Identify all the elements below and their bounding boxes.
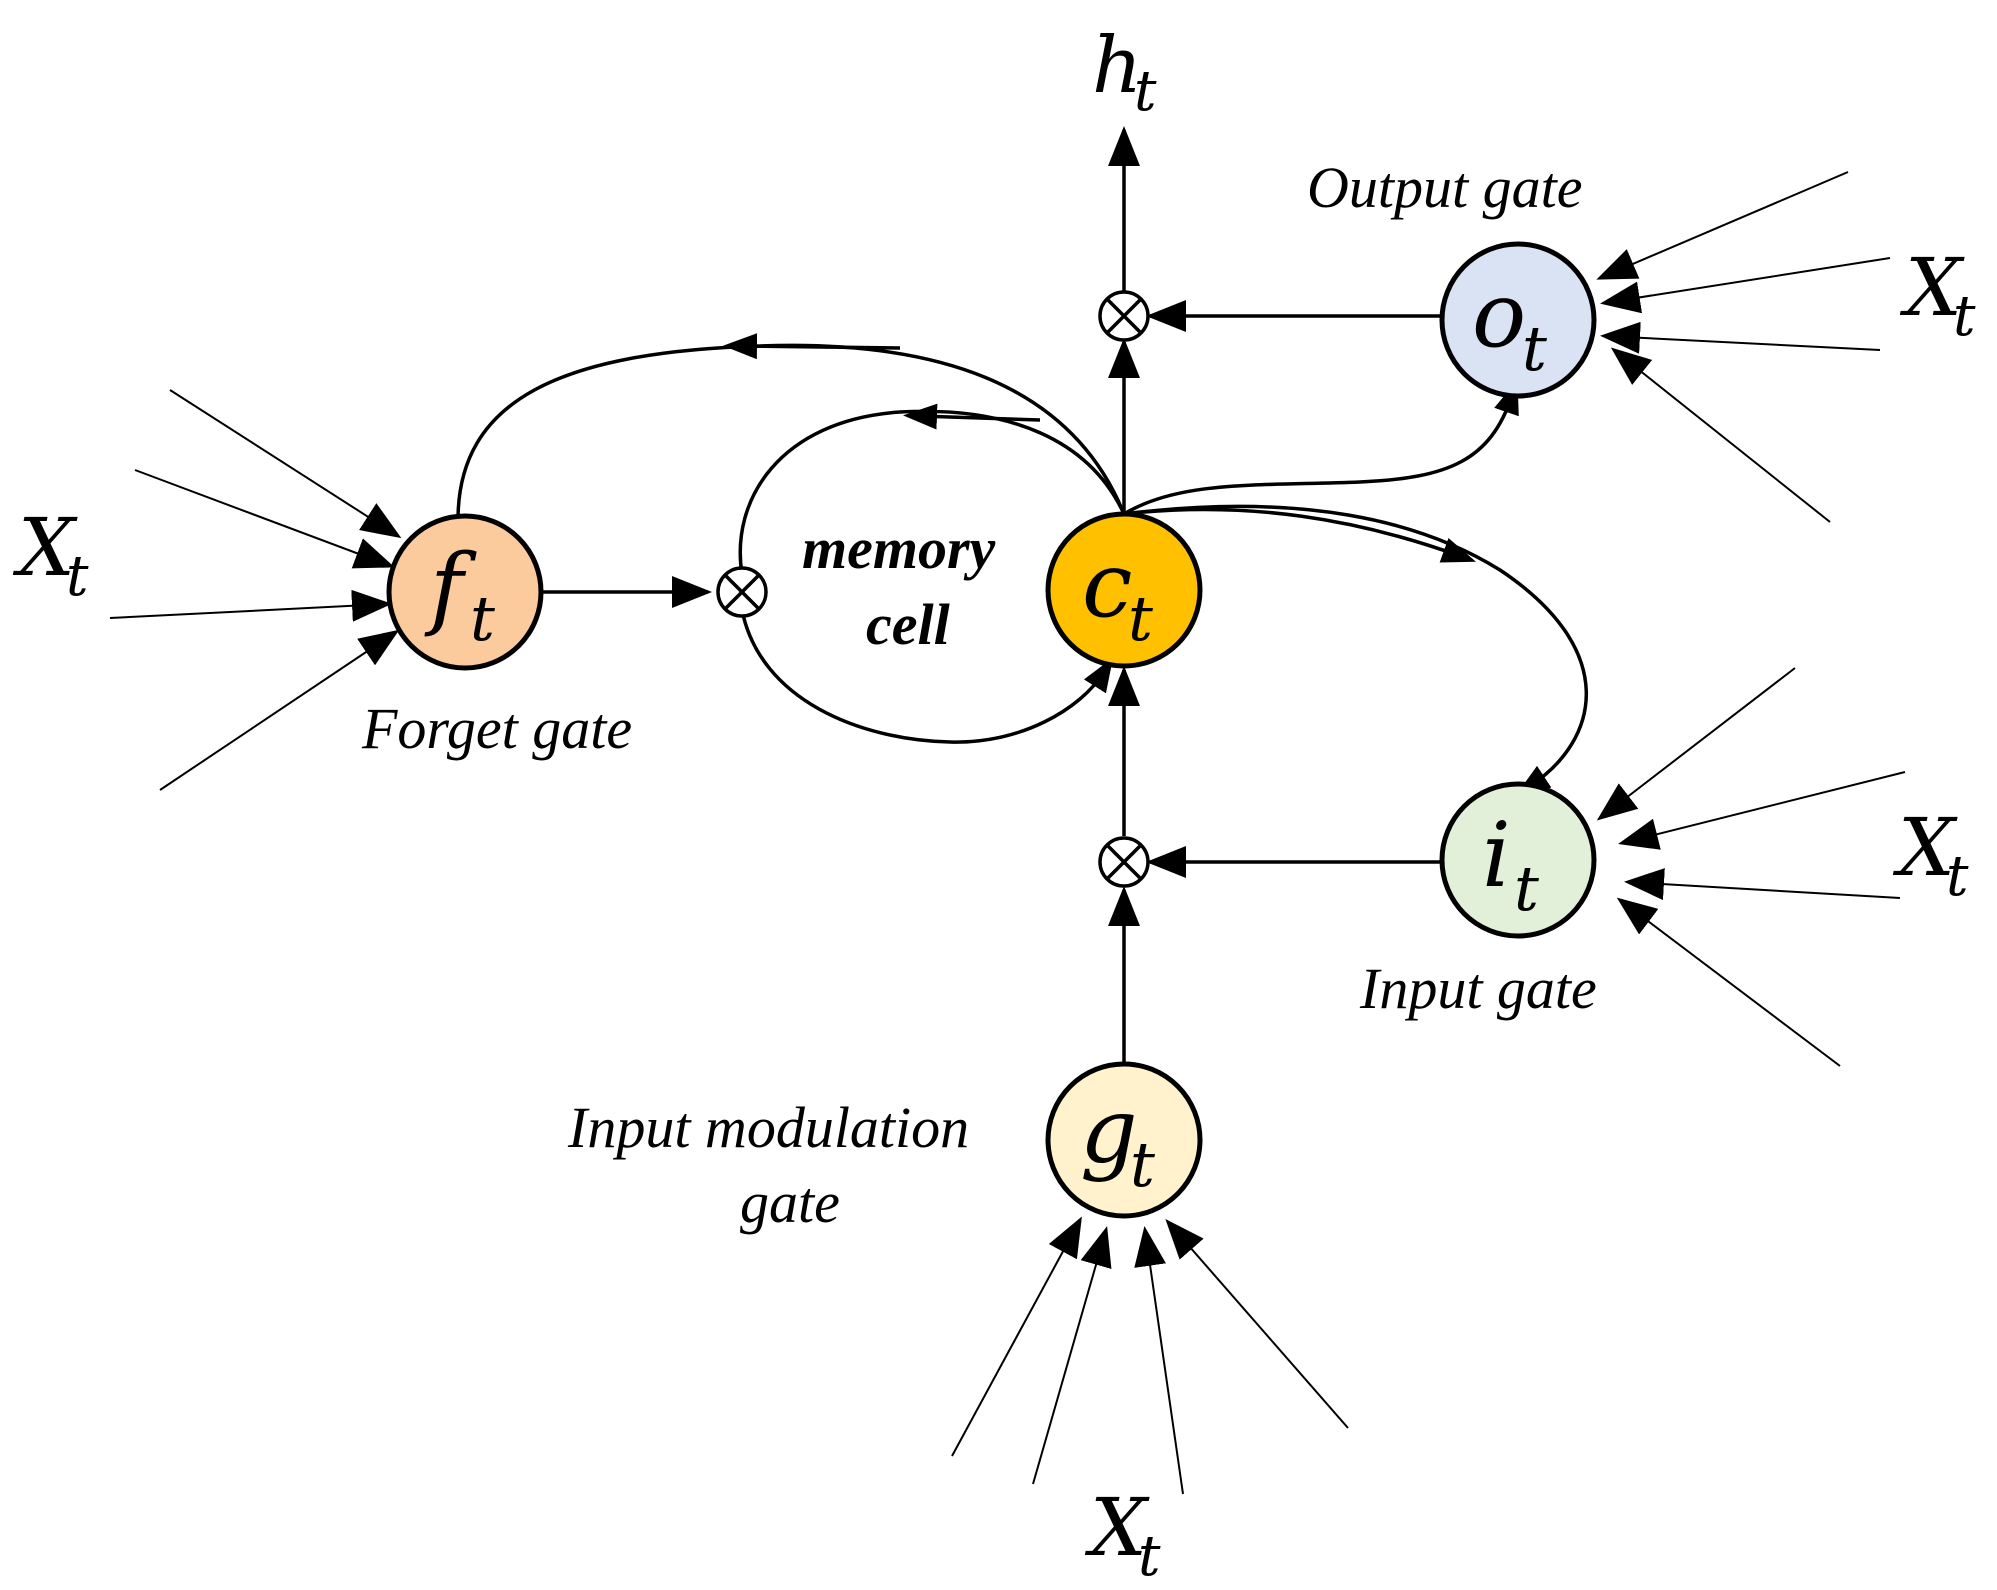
input-x-output: X t xyxy=(1899,241,1976,349)
cell-var: c xyxy=(1082,533,1132,638)
multiplier-top xyxy=(1098,290,1150,342)
memory-cell-label-line2: cell xyxy=(866,592,951,657)
output-gate-label: Output gate xyxy=(1307,155,1582,220)
hidden-state-var: h xyxy=(1092,21,1142,111)
hidden-state-sub: t xyxy=(1134,59,1157,124)
input-x-input: X t xyxy=(1892,801,1969,909)
input-x-bottom: X t xyxy=(1084,1481,1161,1589)
forget-gate-node: f t xyxy=(386,513,544,671)
multiplier-left xyxy=(716,566,768,618)
input-x-left: X t xyxy=(12,501,89,609)
modulation-gate-label-line2: gate xyxy=(740,1170,840,1235)
multiplier-bottom xyxy=(1098,836,1150,888)
output-gate-sub: t xyxy=(1522,312,1547,385)
output-gate-node: o t xyxy=(1439,241,1597,399)
input-x-left-var: X xyxy=(12,501,78,594)
cell-sub: t xyxy=(1128,582,1153,655)
forget-gate-sub: t xyxy=(470,582,495,655)
main-connections xyxy=(456,126,1588,1064)
input-x-output-sub: t xyxy=(1953,284,1976,349)
forget-gate-input-lines xyxy=(109,389,402,791)
modulation-gate-label-line1: Input modulation xyxy=(567,1095,969,1160)
input-x-output-var: X xyxy=(1899,241,1965,334)
input-x-bottom-var: X xyxy=(1084,1481,1150,1574)
input-x-left-sub: t xyxy=(66,544,89,609)
input-gate-label: Input gate xyxy=(1359,956,1597,1021)
input-x-input-sub: t xyxy=(1946,844,1969,909)
modulation-gate-sub: t xyxy=(1130,1128,1155,1201)
memory-cell-label-line1: memory xyxy=(802,516,996,581)
modulation-gate-input-lines xyxy=(951,1216,1349,1495)
input-x-bottom-sub: t xyxy=(1138,1524,1161,1589)
input-gate-sub: t xyxy=(1514,852,1539,925)
input-gate-var: i xyxy=(1482,803,1511,908)
forget-gate-label: Forget gate xyxy=(361,696,632,761)
input-x-input-var: X xyxy=(1892,801,1958,894)
output-gate-input-lines xyxy=(1596,171,1891,523)
input-gate-node: i t xyxy=(1439,781,1597,939)
input-gate-input-lines xyxy=(1596,667,1906,1067)
input-modulation-gate-node: g t xyxy=(1045,1061,1203,1219)
memory-cell-node: c t xyxy=(1045,511,1203,669)
hidden-state-label: h t xyxy=(1092,21,1157,124)
modulation-gate-var: g xyxy=(1080,1079,1138,1184)
output-gate-var: o xyxy=(1472,263,1526,368)
